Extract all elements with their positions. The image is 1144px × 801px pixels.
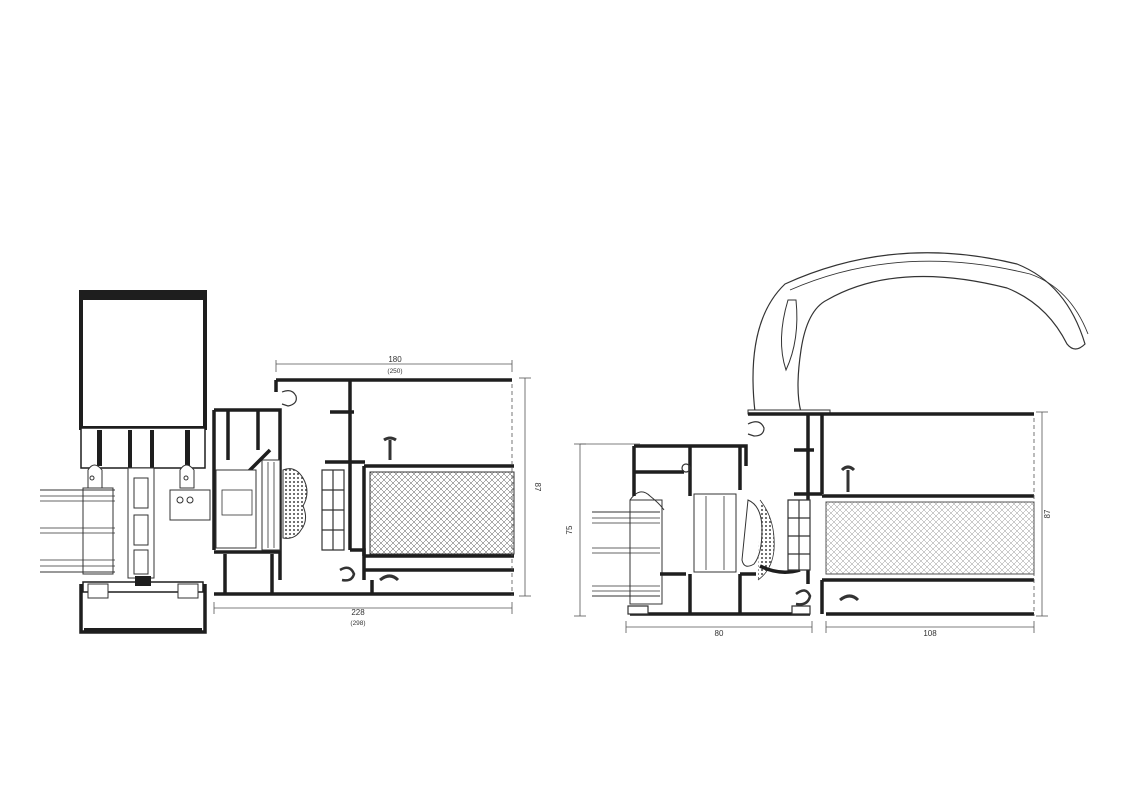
- left-frame-profile: [212, 408, 514, 596]
- right-section: 75 87 80 108: [565, 252, 1089, 638]
- left-section: 180 (250) 228 (298) 87: [40, 290, 542, 634]
- right-glazing: [592, 491, 665, 605]
- left-thermal-break: [215, 459, 308, 551]
- right-right-height-label: 87: [1043, 509, 1052, 518]
- left-dimensions: [213, 360, 531, 614]
- right-sash-width-label: 108: [923, 629, 937, 638]
- right-thermal-break: [681, 463, 775, 581]
- left-box-profile: [79, 290, 207, 489]
- left-mullion: [127, 467, 211, 579]
- right-left-height-label: 75: [565, 525, 574, 534]
- left-insulated-panel: [369, 471, 515, 555]
- left-height-label: 87: [533, 483, 542, 492]
- left-sash-profile: [274, 378, 514, 594]
- right-gaskets: [627, 421, 860, 615]
- right-insulated-panel: [825, 501, 1035, 575]
- door-handle: [747, 252, 1089, 415]
- left-top-width-alt-label: (250): [387, 368, 402, 375]
- left-top-width-label: 180: [388, 355, 402, 364]
- left-glazing: [40, 487, 115, 575]
- right-frame-profile: [630, 444, 810, 616]
- left-gaskets: [281, 390, 400, 582]
- right-frame-width-label: 80: [715, 629, 724, 638]
- left-bottom-width-alt-label: (298): [350, 620, 365, 627]
- left-bottom-channel: [79, 576, 207, 634]
- right-dimensions: [574, 411, 1048, 633]
- left-bottom-width-label: 228: [351, 608, 365, 617]
